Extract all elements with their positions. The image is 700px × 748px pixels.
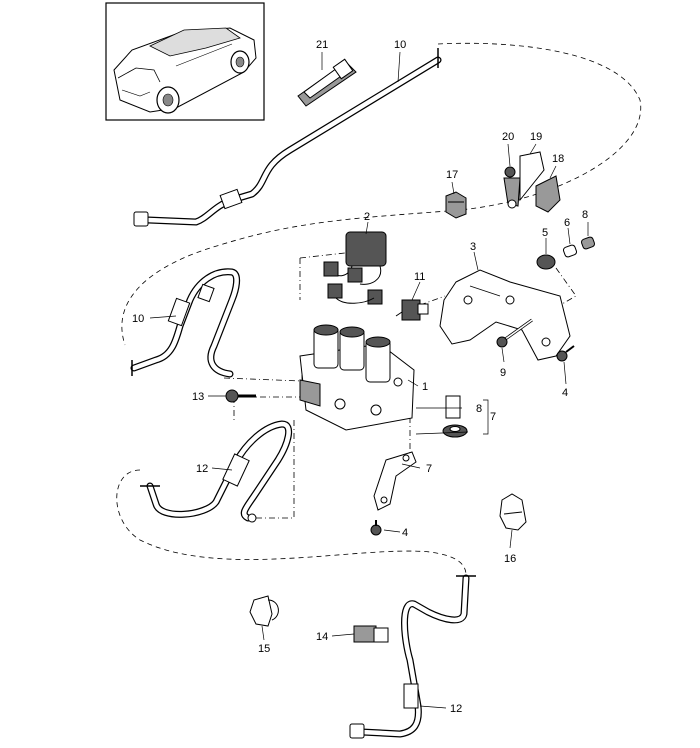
callout-16: 16 [504,553,516,565]
callout-14: 14 [316,631,328,643]
callout-4-lower: 4 [402,527,408,539]
callout-15: 15 [258,643,270,655]
pipe-12-lower [349,574,476,739]
callout-8-side: 8 [476,403,482,415]
callout-1: 1 [422,381,428,393]
callout-13: 13 [192,391,204,403]
clip-17 [445,191,467,219]
callout-3: 3 [470,241,476,253]
callout-10-lower: 10 [132,313,144,325]
callout-12-middle: 12 [196,463,208,475]
valve-block-1 [299,324,415,431]
bolt-4 [370,345,575,536]
vehicle-thumbnail [105,2,265,121]
bracket-3 [439,269,571,361]
bolt-13 [225,389,256,403]
small-parts-5-6-8 [536,236,596,270]
pipe-10-lower [130,268,241,378]
leader-lines [149,51,589,709]
callout-10-upper: 10 [394,39,406,51]
callout-5: 5 [542,227,548,239]
bolt-9 [496,318,533,348]
harness-2 [323,231,387,305]
callout-11: 11 [414,271,425,283]
callout-19: 19 [530,131,542,143]
callout-4-right: 4 [562,387,568,399]
clip-16 [499,493,527,531]
clamp-15 [249,595,279,627]
bracket-parts-18-19-20 [503,151,561,213]
callout-18: 18 [552,153,564,165]
pipe-12-middle [140,420,293,523]
bracket-7 [373,451,417,511]
callout-7-upper: 7 [490,411,496,423]
sensor-11 [395,299,429,321]
connector-14 [353,625,389,643]
callout-8-top: 8 [582,209,588,221]
callout-21: 21 [316,39,328,51]
callout-2: 2 [364,211,370,223]
callout-12-lower: 12 [450,703,462,715]
callout-labels: 21 10 2 3 1 4 4 5 6 7 7 8 8 9 10 11 12 1… [132,39,588,715]
clip-21 [297,58,357,107]
callout-20: 20 [502,131,514,143]
callout-17: 17 [446,169,458,181]
grommet-7 [442,424,468,438]
callout-9: 9 [500,367,506,379]
callout-7-lower: 7 [426,463,432,475]
callout-6: 6 [564,217,570,229]
bushing-8 [445,395,461,419]
pipe-10-upper [133,48,442,227]
